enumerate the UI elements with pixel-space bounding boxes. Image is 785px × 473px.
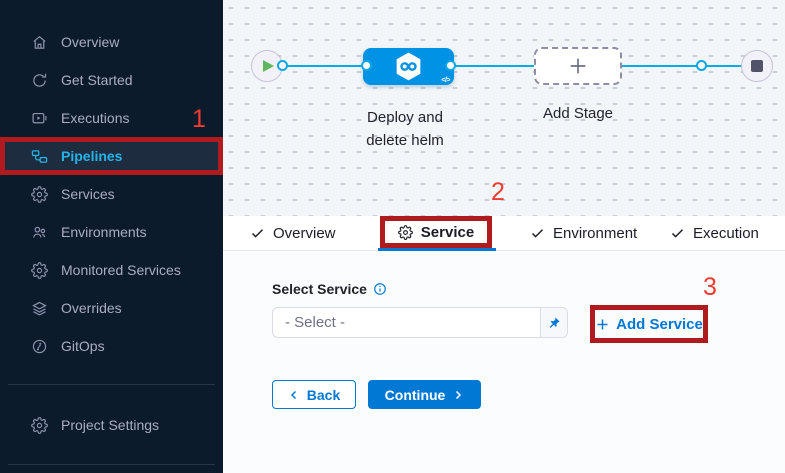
layers-icon xyxy=(30,299,48,317)
add-service-button[interactable]: Add Service xyxy=(590,305,708,343)
sidebar-item-environments[interactable]: Environments xyxy=(0,213,223,251)
connector-dot xyxy=(445,60,456,71)
sidebar-item-label: Get Started xyxy=(61,72,133,88)
check-icon xyxy=(250,226,265,241)
check-icon xyxy=(670,226,685,241)
play-icon xyxy=(263,60,274,72)
sidebar-item-label: Pipelines xyxy=(61,148,123,164)
sidebar-item-overview[interactable]: Overview xyxy=(0,23,223,61)
cd-hexagon-icon xyxy=(392,50,425,83)
annotation-number-3: 3 xyxy=(703,273,717,301)
sidebar: 1 Overview Get Started Executions Pipeli… xyxy=(0,0,223,473)
tab-environment[interactable]: Environment xyxy=(530,216,637,250)
pipeline-end-node[interactable] xyxy=(741,50,773,82)
sidebar-item-label: Executions xyxy=(61,110,130,126)
chevron-left-icon xyxy=(288,389,300,401)
pin-icon[interactable] xyxy=(540,308,567,337)
stage-label: Deploy and delete helm xyxy=(366,109,444,149)
service-select-dropdown[interactable]: - Select - xyxy=(272,307,568,338)
pipeline-canvas[interactable]: </> Deploy and delete helm Add Stage 2 xyxy=(223,0,785,216)
sidebar-item-gitops[interactable]: GitOps xyxy=(0,327,223,365)
service-form: Select Service - Select - Add Service 3 … xyxy=(223,251,785,473)
select-service-label-row: Select Service xyxy=(272,281,387,297)
sidebar-item-label: GitOps xyxy=(61,338,105,354)
sidebar-item-monitored-services[interactable]: Monitored Services xyxy=(0,251,223,289)
sidebar-divider xyxy=(8,464,215,465)
gear-icon xyxy=(30,185,48,203)
sidebar-item-label: Environments xyxy=(61,224,147,240)
sidebar-item-pipelines[interactable]: Pipelines xyxy=(0,137,223,175)
plus-icon xyxy=(567,55,589,77)
sidebar-item-label: Project Settings xyxy=(61,417,160,433)
gear-icon xyxy=(30,416,48,434)
pipeline-connector-line xyxy=(267,65,757,67)
sidebar-item-label: Services xyxy=(61,186,115,202)
sidebar-divider xyxy=(8,384,215,385)
gitops-globe-icon xyxy=(30,337,48,355)
main-content: </> Deploy and delete helm Add Stage 2 O… xyxy=(223,0,785,473)
add-stage-label: Add Stage xyxy=(542,105,614,122)
tab-execution[interactable]: Execution xyxy=(670,216,759,250)
sidebar-item-services[interactable]: Services xyxy=(0,175,223,213)
gear-icon xyxy=(397,224,413,240)
home-icon xyxy=(30,33,48,51)
connector-dot xyxy=(277,60,288,71)
plus-icon xyxy=(595,317,610,332)
connector-dot xyxy=(361,60,372,71)
sidebar-item-overrides[interactable]: Overrides xyxy=(0,289,223,327)
connector-dot xyxy=(696,60,707,71)
info-icon[interactable] xyxy=(373,282,387,296)
select-service-label: Select Service xyxy=(272,281,367,297)
restart-arrow-icon xyxy=(30,71,48,89)
sidebar-item-executions[interactable]: Executions xyxy=(0,99,223,137)
pipelines-icon xyxy=(30,147,48,165)
tab-service[interactable]: Service xyxy=(380,216,492,248)
add-stage-button[interactable] xyxy=(534,47,622,85)
check-icon xyxy=(530,226,545,241)
deploy-stage-node[interactable]: </> xyxy=(363,48,454,85)
annotation-number-1: 1 xyxy=(192,105,206,133)
back-button[interactable]: Back xyxy=(272,380,356,409)
group-icon xyxy=(30,223,48,241)
sidebar-item-project-settings[interactable]: Project Settings xyxy=(0,406,223,444)
sidebar-item-label: Monitored Services xyxy=(61,262,181,278)
annotation-number-2: 2 xyxy=(491,178,505,206)
sidebar-item-label: Overrides xyxy=(61,300,122,316)
service-select-value[interactable]: - Select - xyxy=(285,314,346,331)
gear-pulse-icon xyxy=(30,261,48,279)
play-square-icon xyxy=(30,109,48,127)
tab-overview[interactable]: Overview xyxy=(250,216,336,250)
sidebar-item-get-started[interactable]: Get Started xyxy=(0,61,223,99)
chevron-right-icon xyxy=(452,389,464,401)
stop-icon xyxy=(751,60,763,72)
sidebar-item-label: Overview xyxy=(61,34,120,50)
continue-button[interactable]: Continue xyxy=(368,380,481,409)
stage-tabbar: Overview Service Environment Execution xyxy=(223,216,785,251)
code-icon: </> xyxy=(441,77,450,84)
active-tab-underline xyxy=(378,248,496,251)
